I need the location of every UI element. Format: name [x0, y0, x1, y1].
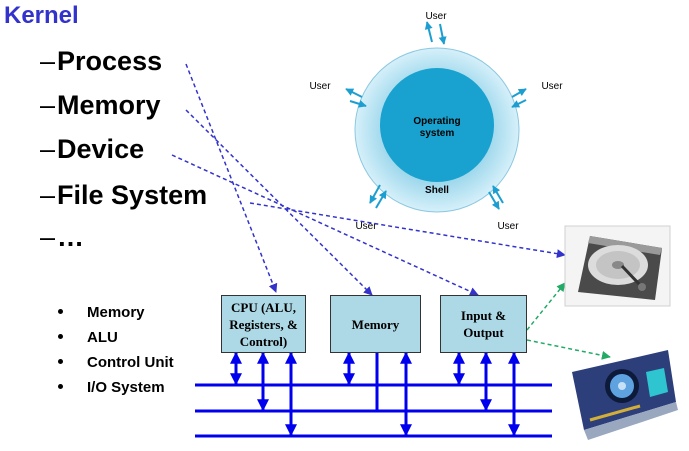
kernel-item-label: Device — [57, 134, 145, 164]
operating-system-core — [380, 68, 494, 182]
dash-glyph: – — [40, 180, 56, 210]
core-label-line2: system — [420, 128, 455, 139]
user-label-top: User — [425, 11, 447, 22]
io-to-disk-arrow — [526, 282, 566, 331]
device-to-io-arrow — [171, 154, 479, 296]
hard-disk-image — [564, 225, 671, 307]
device-arrows — [526, 282, 611, 360]
bullet-icon — [58, 358, 63, 364]
kernel-item-label: Process — [57, 46, 163, 76]
core-label-line1: Operating — [413, 116, 460, 127]
bullet-icon — [58, 333, 63, 339]
input-output-box: Input & Output — [440, 295, 527, 353]
kernel-item-ellipsis: –… — [40, 222, 84, 253]
component-item-alu: ALU — [58, 329, 118, 346]
kernel-item-device: –Device — [40, 134, 144, 165]
graphics-card-image — [572, 350, 678, 440]
kernel-item-memory: –Memory — [40, 90, 161, 121]
user-label-bottom-left: User — [355, 221, 377, 232]
dash-glyph: – — [40, 222, 56, 252]
cpu-box: CPU (ALU, Registers, & Control) — [221, 295, 306, 353]
user-label-right: User — [541, 81, 563, 92]
shell-label: Shell — [425, 185, 449, 196]
memory-box: Memory — [330, 295, 421, 353]
system-bus — [195, 383, 552, 438]
user-label-bottom-right: User — [497, 221, 519, 232]
memory-to-memory-arrow — [185, 109, 373, 296]
dash-glyph: – — [40, 90, 56, 120]
component-item-control-unit: Control Unit — [58, 354, 174, 371]
kernel-item-file-system: –File System — [40, 180, 207, 211]
bus-connectors — [230, 351, 520, 437]
user-arrows — [345, 21, 527, 210]
io-to-gpu-arrow — [526, 339, 611, 360]
component-item-io-system: I/O System — [58, 379, 165, 396]
kernel-item-label: File System — [57, 180, 208, 210]
dash-glyph: – — [40, 134, 56, 164]
bullet-icon — [58, 308, 63, 314]
dash-glyph: – — [40, 46, 56, 76]
process-to-cpu-arrow — [185, 63, 278, 293]
slide-title: Kernel — [4, 2, 79, 29]
user-label-left: User — [309, 81, 331, 92]
os-shell-diagram: Operating system Shell User User User Us… — [309, 11, 563, 232]
kernel-item-process: –Process — [40, 46, 162, 77]
kernel-mapping-arrows — [171, 63, 566, 296]
filesystem-to-disk-arrow — [249, 202, 566, 259]
bullet-icon — [58, 383, 63, 389]
kernel-item-label: Memory — [57, 90, 161, 120]
component-item-memory: Memory — [58, 304, 145, 321]
kernel-item-label: … — [57, 222, 85, 252]
